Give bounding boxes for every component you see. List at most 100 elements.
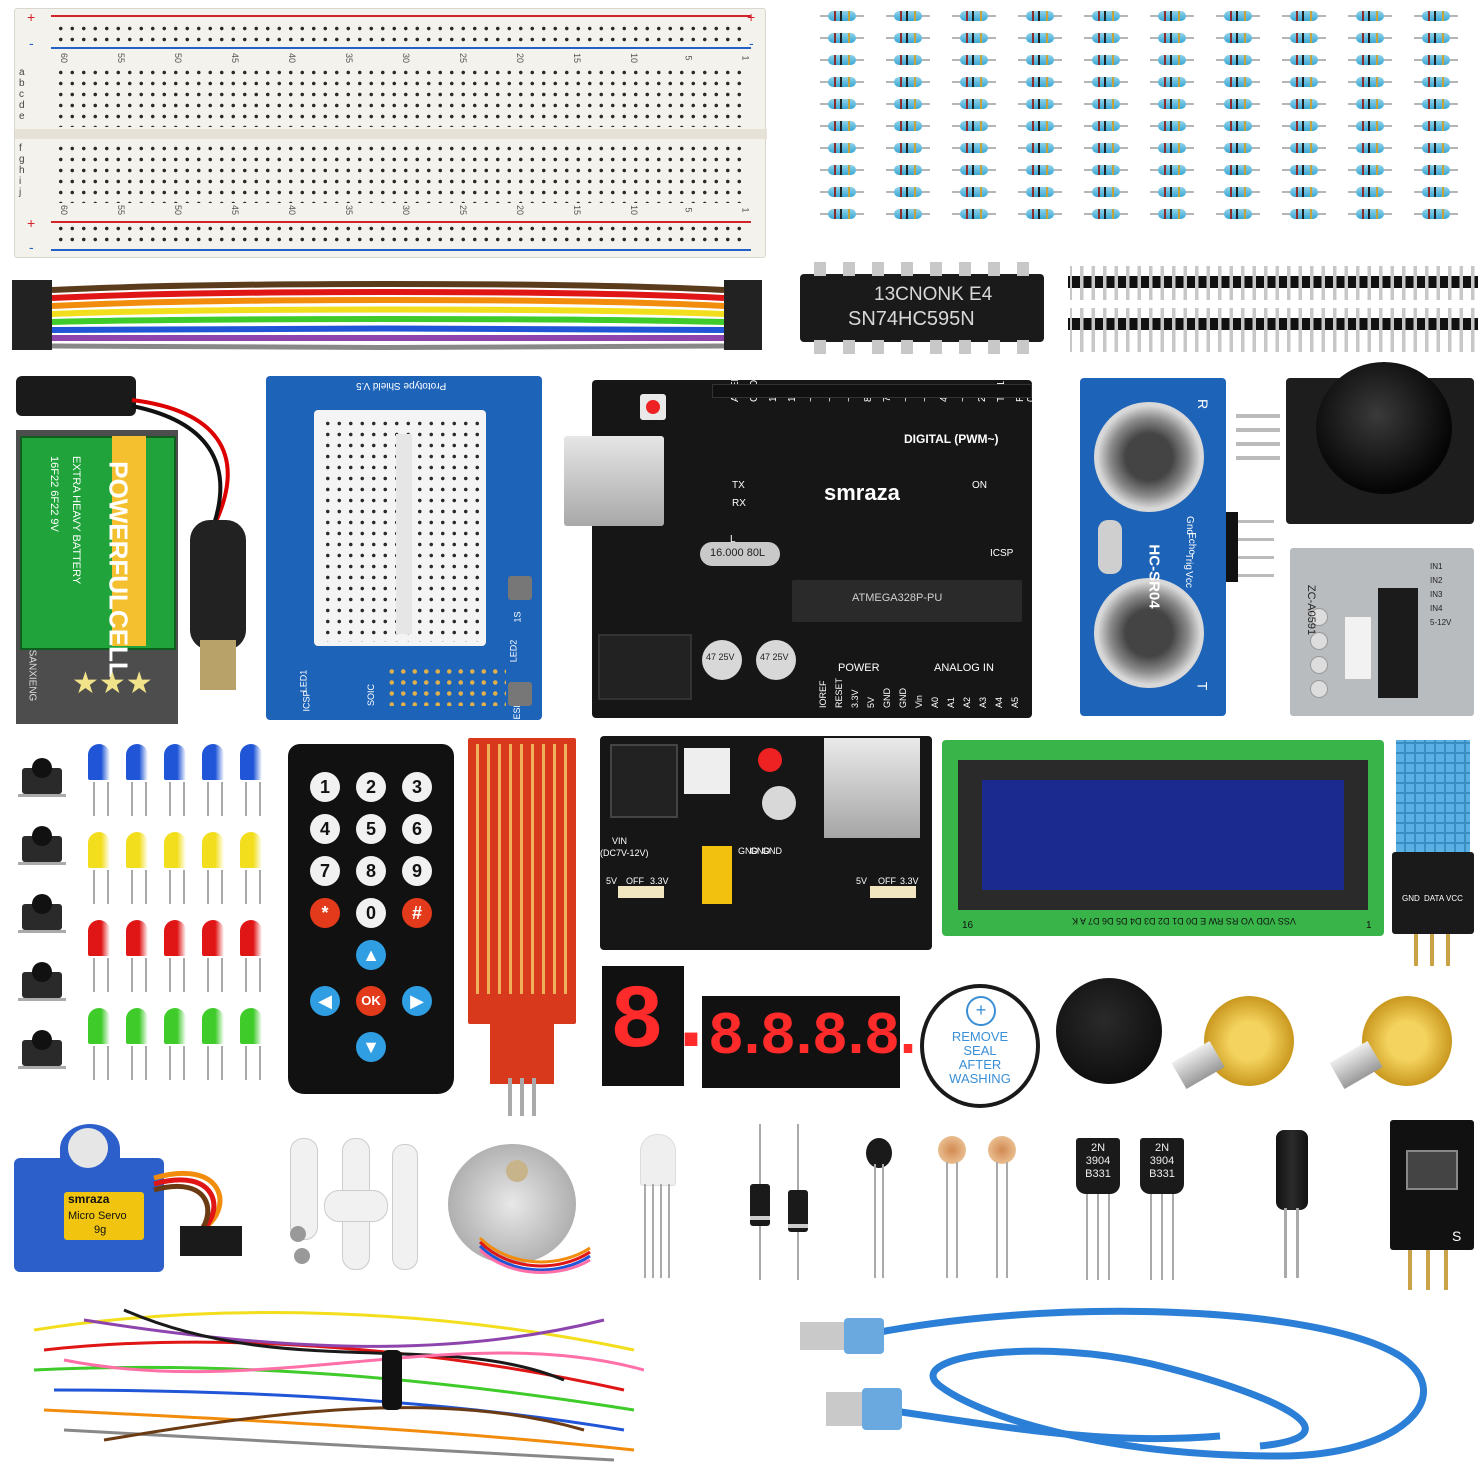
resistor — [1414, 10, 1458, 22]
battery-model: 16F22 6F22 9V — [48, 456, 60, 532]
breadboard-row-letter: h — [19, 165, 28, 176]
remote-key[interactable]: # — [402, 898, 432, 928]
potentiometer-1 — [1168, 990, 1312, 1110]
remote-up-button[interactable]: ▲ — [356, 940, 386, 970]
stepper-driver-label: 5-12V — [1430, 618, 1452, 627]
resistor — [1084, 186, 1128, 198]
breadboard-row-letter: b — [19, 78, 28, 89]
breadboard-col-number: 50 — [173, 204, 184, 216]
resistor — [886, 32, 930, 44]
servo-brand: smraza — [68, 1192, 110, 1206]
resistor — [820, 98, 864, 110]
resistor — [1150, 32, 1194, 44]
remote-key[interactable]: 6 — [402, 814, 432, 844]
remote-key[interactable]: 3 — [402, 772, 432, 802]
resistor — [1216, 98, 1260, 110]
rail-plus-label-right: + — [747, 9, 756, 25]
resistor — [1150, 164, 1194, 176]
pin-headers — [1068, 266, 1478, 356]
power-module-label: OFF — [878, 876, 896, 886]
resistor — [1018, 142, 1062, 154]
joystick-knob[interactable] — [1316, 362, 1452, 494]
remote-key[interactable]: 2 — [356, 772, 386, 802]
resistor — [1150, 120, 1194, 132]
led — [84, 744, 114, 832]
remote-key[interactable]: 8 — [356, 856, 386, 886]
resistor — [1348, 142, 1392, 154]
resistor — [1414, 142, 1458, 154]
tactile-button[interactable] — [18, 958, 66, 1006]
resistor — [886, 98, 930, 110]
joystick-module — [1236, 362, 1474, 526]
chip-pin — [872, 262, 884, 276]
remote-down-button[interactable]: ▼ — [356, 1032, 386, 1062]
chip-pin — [988, 262, 1000, 276]
chip-pin — [901, 340, 913, 354]
chip-pin — [814, 340, 826, 354]
rail-minus-label-right: - — [749, 35, 754, 51]
transistor-leg — [1161, 1194, 1163, 1280]
resistor — [1414, 208, 1458, 220]
remote-key[interactable]: 9 — [402, 856, 432, 886]
tactile-button[interactable] — [18, 890, 66, 938]
tactile-button[interactable] — [18, 1026, 66, 1074]
remote-ok-button[interactable]: OK — [356, 986, 386, 1016]
breadboard-row-letter: e — [19, 111, 28, 122]
resistor — [1414, 76, 1458, 88]
servo-model: Micro Servo — [68, 1210, 127, 1222]
resistor — [1414, 186, 1458, 198]
power-module-label: (DC7V-12V) — [600, 848, 649, 858]
remote-key[interactable]: 1 — [310, 772, 340, 802]
battery-brand: POWERFULCELL — [103, 461, 134, 678]
potentiometer-2 — [1326, 990, 1470, 1110]
led — [236, 920, 266, 1008]
battery-maker: SANXIENG — [26, 649, 38, 702]
seven-segment-quad-digits: 8.8.8.8. — [708, 1004, 926, 1072]
tactile-button[interactable] — [18, 822, 66, 870]
remote-key[interactable]: 7 — [310, 856, 340, 886]
tactile-button[interactable] — [18, 754, 66, 802]
chip-pin — [959, 340, 971, 354]
led — [198, 920, 228, 1008]
servo-horns — [280, 1134, 430, 1274]
resistor — [886, 54, 930, 66]
proto-shield-label: 1S — [512, 611, 523, 623]
uno-digital-label: DIGITAL (PWM~) — [904, 432, 999, 446]
resistor — [1282, 164, 1326, 176]
uno-misc-label: TX — [732, 480, 745, 491]
chip-pin — [930, 262, 942, 276]
ir-receiver-module: S — [1390, 1120, 1474, 1290]
usb-b-port — [564, 436, 664, 526]
led — [198, 1008, 228, 1096]
led — [122, 1008, 152, 1096]
remote-key[interactable]: 4 — [310, 814, 340, 844]
remote-right-button[interactable]: ▶ — [402, 986, 432, 1016]
remote-left-button[interactable]: ◀ — [310, 986, 340, 1016]
rgb-led — [632, 1134, 682, 1280]
transistor-marking-1: 2N — [1090, 1142, 1106, 1154]
chip-pin — [814, 262, 826, 276]
power-module-label: GND — [738, 846, 758, 856]
led-grid — [84, 744, 274, 1100]
led — [160, 832, 190, 920]
resistor — [820, 208, 864, 220]
stepper-driver-label: IN1 — [1430, 562, 1443, 571]
power-module-label: GND — [750, 846, 770, 856]
resistor — [1150, 98, 1194, 110]
remote-key[interactable]: * — [310, 898, 340, 928]
resistor — [886, 208, 930, 220]
breadboard-col-number: 20 — [515, 52, 526, 64]
servo-weight: 9g — [94, 1224, 107, 1236]
power-module-label: 3.3V — [650, 876, 669, 886]
led — [160, 920, 190, 1008]
remote-key[interactable]: 5 — [356, 814, 386, 844]
rail-plus-label-bottom: + — [27, 215, 36, 231]
stepper-driver-label: IN3 — [1430, 590, 1443, 599]
ultrasonic-header-pins — [1226, 512, 1276, 582]
breadboard-row-letter: a — [19, 67, 28, 78]
led — [198, 832, 228, 920]
remote-key[interactable]: 0 — [356, 898, 386, 928]
